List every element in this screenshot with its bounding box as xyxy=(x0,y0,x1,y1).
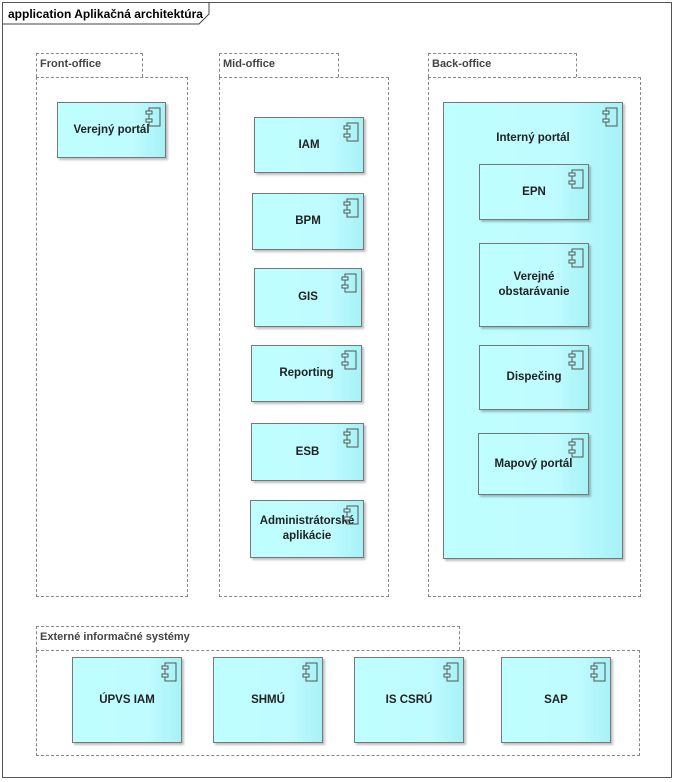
uml-component-icon xyxy=(443,662,459,682)
uml-component-icon xyxy=(341,350,357,370)
component-label-line2: aplikácie xyxy=(282,530,332,542)
component-gis[interactable]: GIS xyxy=(254,268,362,327)
component-label-line2: obstarávanie xyxy=(498,286,570,298)
component-administratorske-aplikacie[interactable]: Administrátorské aplikácie xyxy=(250,500,364,558)
component-label: Reporting xyxy=(279,367,334,379)
component-is-csru[interactable]: IS CSRÚ xyxy=(354,657,464,743)
component-label: ÚPVS IAM xyxy=(99,693,155,706)
package-label-externe: Externé informačné systémy xyxy=(40,631,190,643)
uml-component-icon xyxy=(602,107,618,127)
component-esb[interactable]: ESB xyxy=(251,423,364,481)
component-label-line1: Administrátorské xyxy=(259,515,355,527)
package-tab-mid-office: Mid-office xyxy=(219,53,339,77)
uml-component-icon xyxy=(590,662,606,682)
component-label: SAP xyxy=(544,693,568,706)
uml-component-icon xyxy=(568,350,584,370)
uml-component-icon xyxy=(343,428,359,448)
uml-component-icon xyxy=(343,198,359,218)
package-mid-office xyxy=(219,77,389,597)
package-back-office xyxy=(428,77,641,597)
uml-component-icon xyxy=(145,107,161,127)
package-label-mid-office: Mid-office xyxy=(223,58,275,70)
component-label: GIS xyxy=(298,291,318,303)
component-verejny-portal[interactable]: Verejný portál xyxy=(57,102,166,158)
component-mapovy-portal[interactable]: Mapový portál xyxy=(478,433,589,495)
uml-component-icon xyxy=(568,438,584,458)
package-label-back-office: Back-office xyxy=(432,58,492,70)
package-externe xyxy=(36,650,640,756)
component-label: SHMÚ xyxy=(251,693,285,706)
component-label: Verejný portál xyxy=(73,123,150,136)
component-iam[interactable]: IAM xyxy=(254,117,364,173)
uml-component-icon xyxy=(343,505,359,525)
uml-component-icon xyxy=(568,169,584,189)
component-dispecing[interactable]: Dispečing xyxy=(479,345,589,410)
component-bpm[interactable]: BPM xyxy=(252,193,364,250)
uml-component-icon xyxy=(343,122,359,142)
package-tab-front-office: Front-office xyxy=(36,53,143,77)
package-label-front-office: Front-office xyxy=(40,58,102,70)
uml-component-icon xyxy=(341,273,357,293)
diagram-title: application Aplikačná architektúra xyxy=(8,7,203,21)
component-label: Dispečing xyxy=(506,371,562,383)
component-label-line1: Verejné xyxy=(513,271,555,283)
package-tab-externe: Externé informačné systémy xyxy=(36,626,460,650)
component-label: Verejné obstarávanie xyxy=(495,270,574,300)
component-label: Administrátorské aplikácie xyxy=(256,514,359,544)
component-label: BPM xyxy=(295,215,321,227)
package-tab-back-office: Back-office xyxy=(428,53,577,77)
uml-component-icon xyxy=(161,662,177,682)
component-label: IS CSRÚ xyxy=(385,693,433,706)
title-tab-outline xyxy=(2,2,210,25)
component-label: Mapový portál xyxy=(494,457,573,470)
component-upvs-iam[interactable]: ÚPVS IAM xyxy=(72,657,182,743)
component-shmu[interactable]: SHMÚ xyxy=(213,657,323,743)
uml-component-icon xyxy=(568,248,584,268)
component-label: EPN xyxy=(522,185,546,198)
component-label: Interný portál xyxy=(496,132,570,144)
uml-component-icon xyxy=(302,662,318,682)
package-front-office xyxy=(36,77,188,597)
component-sap[interactable]: SAP xyxy=(501,657,611,743)
component-label: IAM xyxy=(298,138,320,151)
component-verejne-obstaravanie[interactable]: Verejné obstarávanie xyxy=(479,243,589,327)
component-label: ESB xyxy=(295,445,320,458)
component-epn[interactable]: EPN xyxy=(479,164,589,220)
component-reporting[interactable]: Reporting xyxy=(251,345,362,402)
